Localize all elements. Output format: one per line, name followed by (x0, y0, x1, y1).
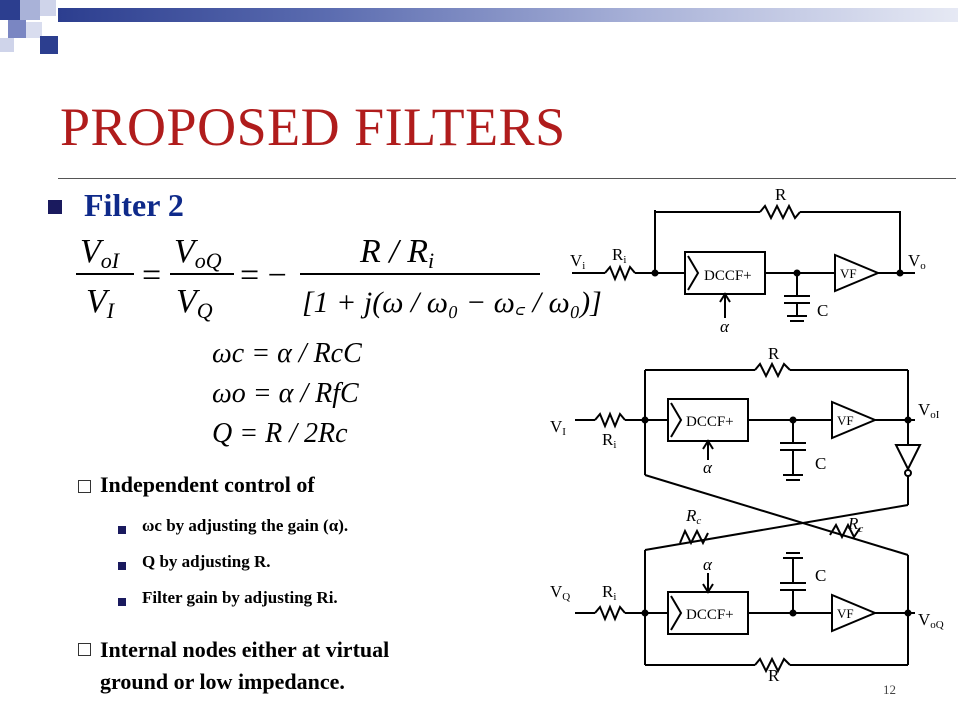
block1-label: DCCF+ (686, 414, 734, 430)
eq-lhs1-den: VI (86, 283, 116, 323)
circuit-diagram-bottom: R VI Ri DCCF+ VF VoI C α Rc Rc α C VQ Ri… (550, 344, 944, 685)
block2-label: DCCF+ (686, 607, 734, 623)
list-item: Filter gain by adjusting Ri. (142, 588, 338, 607)
eq-rhs-num: R / Ri (359, 233, 434, 273)
eq-rhs-den: [1 + j(ω / ω₀ − ω꜀ / ω₀)] (302, 286, 602, 319)
corner-square (40, 36, 58, 54)
corner-square (26, 22, 42, 38)
hollow-bullet (78, 643, 91, 656)
small-bullet (118, 598, 126, 606)
label-Ri1: Ri (602, 430, 616, 451)
list-item-line: Internal nodes either at virtual (100, 637, 390, 662)
page-number: 12 (883, 682, 896, 697)
svg-text:= −: = − (240, 257, 287, 294)
label-R-bottom: R (768, 666, 780, 685)
corner-square (40, 0, 56, 16)
label-C2: C (815, 566, 826, 585)
equation-item: ωo = α / RfC (212, 378, 359, 409)
label-VoQ: VoQ (918, 610, 944, 631)
small-bullet (118, 526, 126, 534)
transfer-equation: VoI VI = VoQ VQ = − R / Ri [1 + j(ω / ω₀… (76, 233, 602, 323)
label-alpha2: α (703, 555, 713, 574)
header-gradient-bar (58, 8, 958, 22)
small-bullet (118, 562, 126, 570)
label-VI: VI (550, 417, 566, 438)
label-Rc1: Rc (685, 506, 701, 527)
equation-item: ωc = α / RcC (212, 338, 362, 369)
list-item-line: ground or low impedance. (100, 669, 345, 694)
label-VQ: VQ (550, 582, 570, 603)
label-R-top: R (768, 344, 780, 363)
label-Ri: Ri (612, 245, 626, 266)
list-item: Q by adjusting R. (142, 552, 271, 571)
circuit-diagram-top: R Vi Ri DCCF+ VF Vo C α (570, 185, 926, 336)
vf2-label: VF (837, 606, 854, 621)
list-item-heading: Internal nodes either at virtual ground … (100, 634, 389, 698)
svg-text:=: = (142, 257, 161, 294)
vf-label: VF (840, 266, 857, 281)
title-divider (58, 178, 956, 179)
label-Vi: Vi (570, 251, 585, 272)
label-C: C (817, 301, 828, 320)
block-label: DCCF+ (704, 268, 752, 284)
list-item: ωc by adjusting the gain (α). (142, 516, 349, 535)
label-Rc2: Rc (847, 514, 863, 535)
label-R: R (775, 185, 787, 204)
list-item-heading: Independent control of (100, 472, 315, 497)
label-VoI: VoI (918, 400, 940, 421)
corner-square (0, 0, 20, 20)
bullet-square (48, 200, 62, 214)
corner-square (8, 20, 26, 38)
vf1-label: VF (837, 413, 854, 428)
label-alpha: α (720, 317, 730, 336)
corner-square (0, 38, 14, 52)
label-alpha1: α (703, 458, 713, 477)
hollow-bullet (78, 480, 91, 493)
label-C1: C (815, 454, 826, 473)
equation-item: Q = R / 2Rc (212, 418, 348, 449)
svg-text:VoQ: VoQ (174, 233, 222, 273)
eq-lhs1-num: VoI (80, 233, 121, 273)
corner-square (20, 0, 40, 20)
label-Vo: Vo (908, 251, 926, 272)
label-Ri2: Ri (602, 582, 616, 603)
equation-list: ωc = α / RcC ωo = α / RfC Q = R / 2Rc (212, 338, 412, 458)
svg-text:VQ: VQ (176, 283, 213, 323)
section-heading: Filter 2 (84, 187, 184, 223)
slide-title: PROPOSED FILTERS (60, 97, 566, 157)
